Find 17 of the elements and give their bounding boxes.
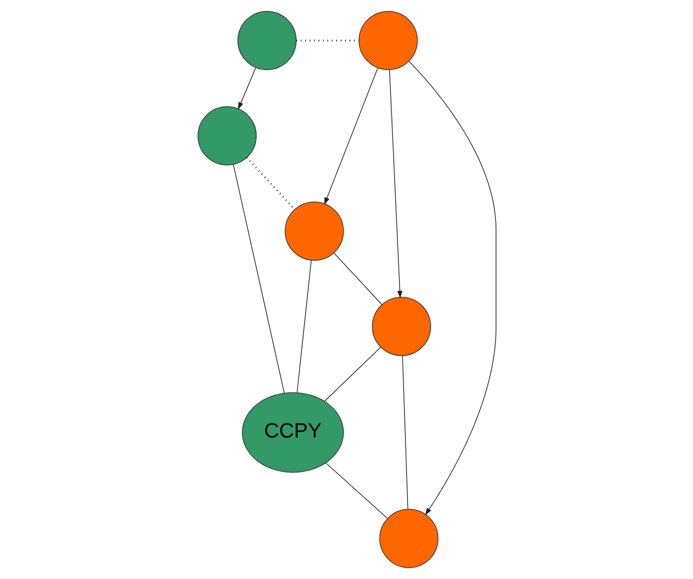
node-circle — [358, 10, 418, 70]
node-ellipse: CCPY — [241, 392, 344, 473]
connector — [402, 355, 408, 510]
connector — [232, 164, 284, 394]
node-circle — [371, 296, 431, 356]
connector — [296, 260, 312, 393]
connector — [333, 252, 382, 306]
arrow — [324, 68, 378, 205]
arrow — [237, 67, 256, 110]
node-circle — [236, 10, 296, 70]
arrow — [388, 69, 402, 298]
connector — [246, 157, 295, 210]
connector — [324, 462, 388, 519]
node-circle — [284, 202, 344, 261]
connector — [324, 346, 381, 402]
arrow — [408, 60, 496, 516]
node-circle — [197, 106, 256, 166]
